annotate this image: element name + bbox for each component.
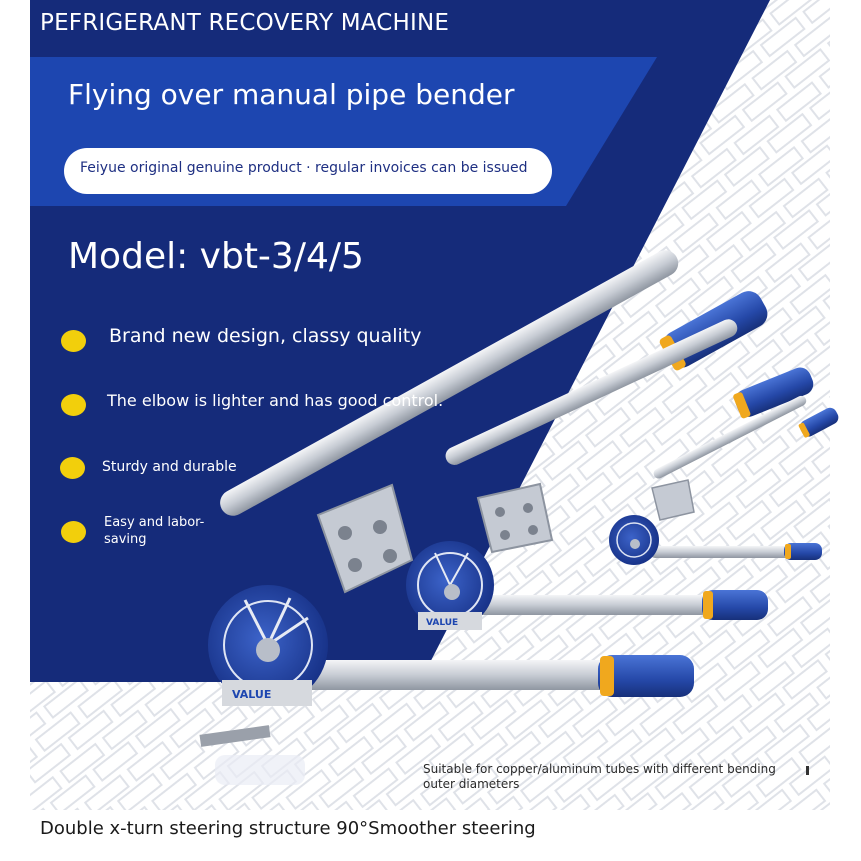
brand-mark-large: VALUE — [232, 688, 271, 701]
small-pipe-bender — [609, 395, 839, 565]
medium-pipe-bender: VALUE — [406, 319, 814, 630]
bullet-dot — [61, 521, 86, 543]
brand-mark-medium: VALUE — [426, 618, 458, 628]
bullet-dot — [60, 457, 85, 479]
corner-marker — [806, 766, 809, 775]
large-pipe-bender: VALUE — [199, 250, 768, 747]
bullet-dot — [61, 394, 86, 416]
feature-1: Brand new design, classy quality — [109, 325, 422, 347]
feature-2: The elbow is lighter and has good contro… — [107, 391, 444, 410]
header-title: PEFRIGERANT RECOVERY MACHINE — [40, 10, 450, 36]
footer-caption: Double x-turn steering structure 90°Smoo… — [40, 818, 536, 839]
bullet-dot — [61, 330, 86, 352]
caption-line-2: outer diameters — [423, 777, 520, 791]
caption-text: Suitable for copper/aluminum tubes with … — [423, 762, 803, 792]
tagline-pill — [64, 148, 552, 194]
feature-4-line2: saving — [104, 532, 147, 547]
product-title: Flying over manual pipe bender — [68, 78, 515, 111]
tagline-text: Feiyue original genuine product · regula… — [80, 160, 528, 176]
feature-4-line1: Easy and labor- — [104, 515, 205, 530]
model-number: Model: vbt-3/4/5 — [68, 236, 364, 277]
caption-line-1: Suitable for copper/aluminum tubes with … — [423, 762, 776, 776]
feature-3: Sturdy and durable — [102, 459, 237, 475]
